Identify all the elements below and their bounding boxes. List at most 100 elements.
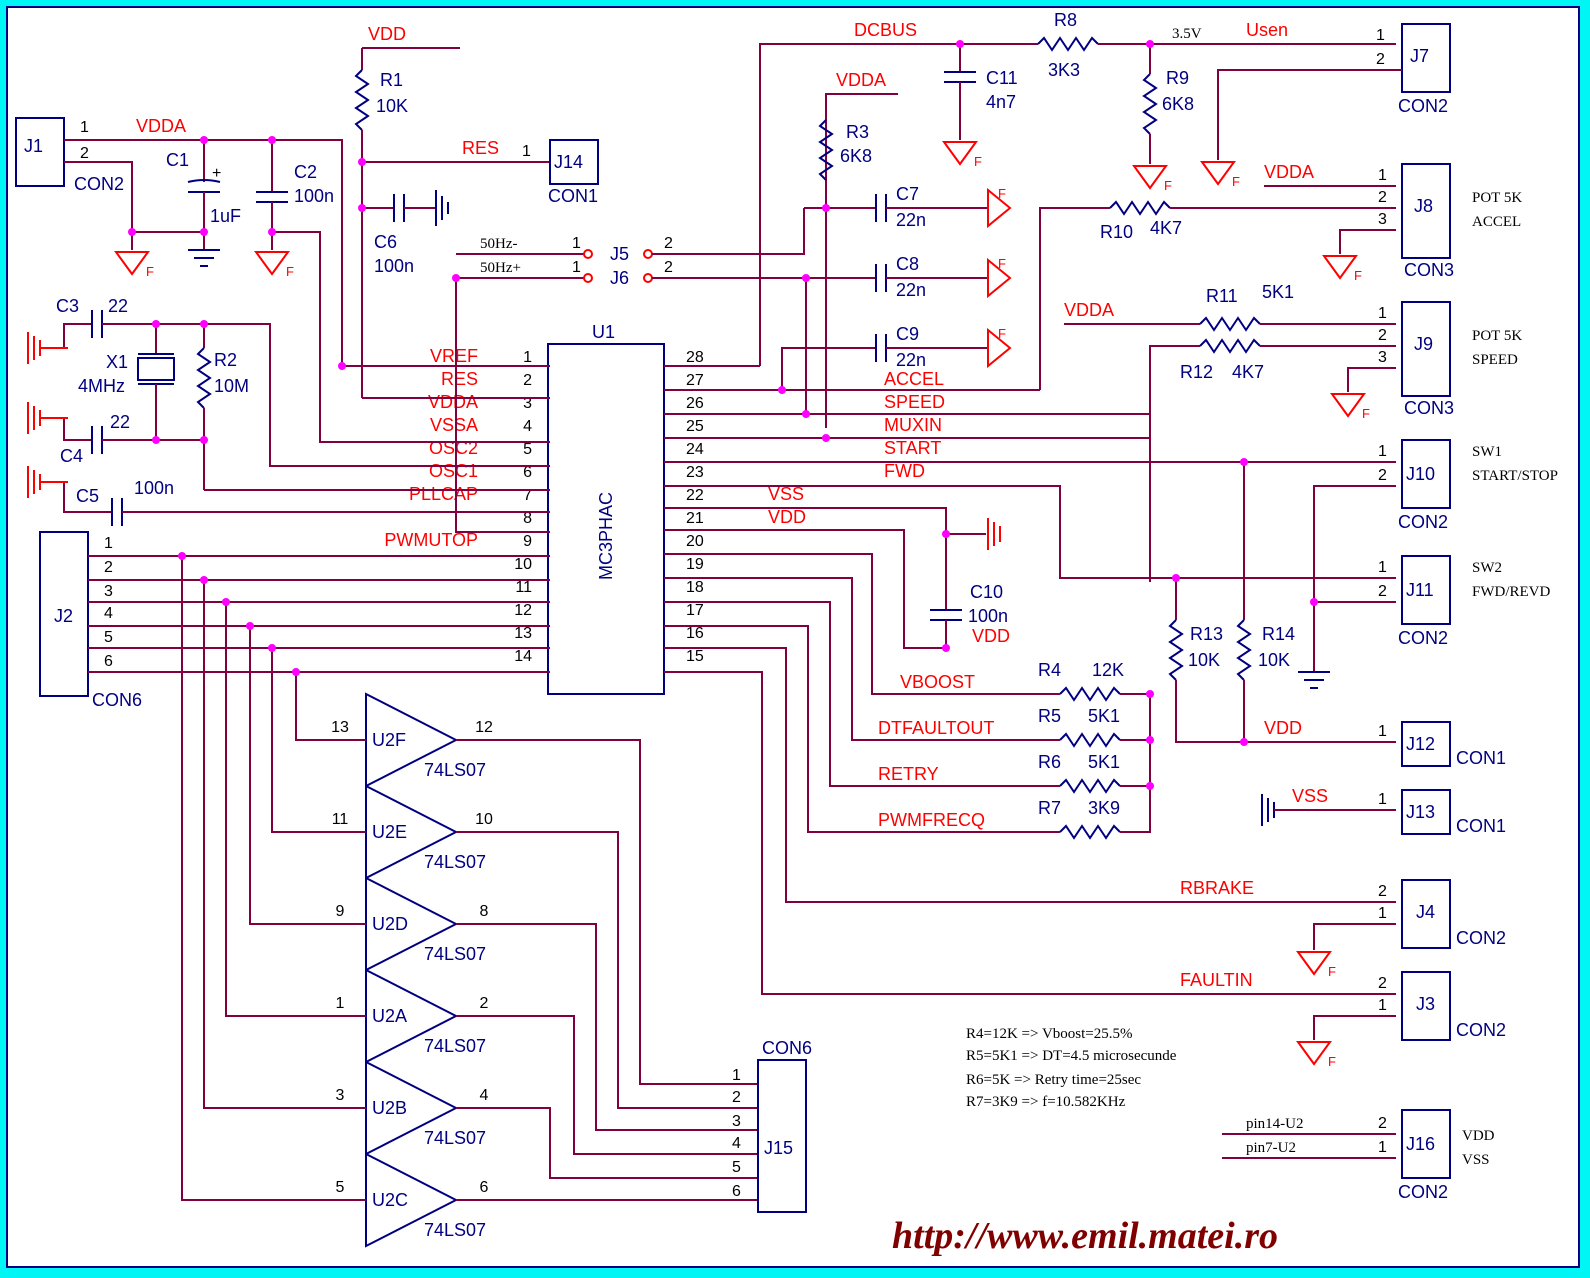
u1-pin-9: 9	[523, 533, 532, 550]
junction-dot	[200, 436, 208, 444]
u1-pin-23: 23	[686, 464, 704, 481]
u1-net-left-3: VDDA	[428, 392, 478, 412]
note-1: R4=12K => Vboost=25.5%	[966, 1026, 1133, 1042]
buffer-ref-U2E: U2E	[372, 822, 407, 842]
j8-note1: POT 5K	[1472, 190, 1522, 206]
c2-ref: C2	[294, 162, 317, 182]
junction-dot	[358, 158, 366, 166]
c9-ref: C9	[896, 324, 919, 344]
buffer-output-wire	[456, 739, 758, 1085]
j3-j4-section: RBRAKE FAULTIN J4 CON2 2 1 J3 CON2 2 1	[1180, 878, 1506, 1041]
junction-dot	[1146, 782, 1154, 790]
svg-text:3: 3	[1378, 211, 1387, 228]
c10-section: C10 100n VDD	[930, 533, 1010, 648]
j15-section: CON6 J15 1 2 3 4 5 6	[732, 1038, 812, 1213]
buffer-input-wire	[203, 580, 366, 1109]
u1-pin-16: 16	[686, 625, 704, 642]
j7-type: CON2	[1398, 96, 1448, 116]
junction-dot	[152, 436, 160, 444]
junction-dot	[222, 598, 230, 606]
svg-text:1: 1	[1376, 27, 1385, 44]
u1-net-left-9: PWMUTOP	[384, 530, 478, 550]
svg-text:1: 1	[732, 1067, 741, 1084]
u1-pin-3: 3	[523, 395, 532, 412]
u1-chip: U1 MC3PHAC	[547, 322, 665, 695]
buffer-part-U2A: 74LS07	[424, 1036, 486, 1056]
buffer-output-wire	[456, 831, 758, 1109]
svg-text:2: 2	[80, 145, 89, 162]
j11-note1: SW2	[1472, 560, 1502, 576]
svg-text:1: 1	[1378, 559, 1387, 576]
j10-type: CON2	[1398, 512, 1448, 532]
ground-flag-letter: F	[974, 154, 982, 169]
buffer-out-U2C: 6	[480, 1179, 489, 1196]
svg-text:3: 3	[732, 1113, 741, 1130]
net-vdd-c10: VDD	[972, 626, 1010, 646]
buffer-part-U2E: 74LS07	[424, 852, 486, 872]
r12-ref: R12	[1180, 362, 1213, 382]
svg-text:1: 1	[522, 143, 531, 160]
junction-dot	[822, 204, 830, 212]
r7-ref: R7	[1038, 798, 1061, 818]
ground-flag-icon	[1296, 1041, 1332, 1066]
r11-value: 5K1	[1262, 282, 1294, 302]
ground-flag-icon	[254, 251, 290, 276]
ground-flag-icon	[987, 187, 1012, 229]
c5-value: 100n	[134, 478, 174, 498]
net-vdda-r3: VDDA	[836, 70, 886, 90]
r8-ref: R8	[1054, 10, 1077, 30]
r4-ref: R4	[1038, 660, 1061, 680]
u1-pin-6: 6	[523, 464, 532, 481]
svg-text:1: 1	[1378, 905, 1387, 922]
svg-text:2: 2	[664, 235, 673, 252]
net-retry: RETRY	[878, 764, 939, 784]
net-rbrake: RBRAKE	[1180, 878, 1254, 898]
buffer-input-wire	[249, 626, 366, 925]
junction-dot	[246, 622, 254, 630]
j9-type: CON3	[1404, 398, 1454, 418]
j14-type: CON1	[548, 186, 598, 206]
j16-lab1: pin7-U2	[1246, 1140, 1296, 1156]
buffer-out-U2D: 8	[480, 903, 489, 920]
website-url: http://www.emil.matei.ro	[892, 1215, 1278, 1257]
junction-dot	[268, 644, 276, 652]
r6-ref: R6	[1038, 752, 1061, 772]
r11-ref: R11	[1206, 286, 1238, 306]
buffer-input-wire	[271, 648, 366, 833]
j16-type: CON2	[1398, 1182, 1448, 1202]
c9-value: 22n	[896, 350, 926, 370]
svg-text:4: 4	[104, 605, 113, 622]
j12-ref: J12	[1406, 734, 1435, 754]
svg-text:1: 1	[572, 259, 581, 276]
svg-text:6: 6	[104, 653, 113, 670]
c10-ref: C10	[970, 582, 1003, 602]
r5-ref: R5	[1038, 706, 1061, 726]
junction-dot	[268, 136, 276, 144]
j10-ref: J10	[1406, 464, 1435, 484]
buffer-ref-U2F: U2F	[372, 730, 406, 750]
switch-section: R13 10K R14 10K VDD J10 CON2 1 2 SW1 STA…	[1149, 414, 1558, 836]
svg-text:1: 1	[1378, 167, 1387, 184]
j13-type: CON1	[1456, 816, 1506, 836]
svg-text:3: 3	[1378, 349, 1387, 366]
u1-net-left-4: VSSA	[430, 415, 478, 435]
buffer-out-U2E: 10	[475, 811, 493, 828]
u1-pin-7: 7	[523, 487, 532, 504]
r8-value: 3K3	[1048, 60, 1080, 80]
u1-pin-4: 4	[523, 418, 532, 435]
buffer-in-U2B: 3	[336, 1087, 345, 1104]
dcbus-section: DCBUS R8 3K3 3.5V Usen C11 4n7 R9 6K8 J7…	[759, 10, 1451, 366]
j4-type: CON2	[1456, 928, 1506, 948]
u1-pin-11: 11	[515, 579, 532, 596]
r1-value: 10K	[376, 96, 408, 116]
svg-text:4: 4	[732, 1135, 741, 1152]
net-vdd-top: VDD	[368, 24, 406, 44]
junction-dot	[1146, 690, 1154, 698]
ground-flag-letter: F	[1354, 268, 1362, 283]
junction-dot	[1172, 574, 1180, 582]
u1-pin-2: 2	[523, 372, 532, 389]
svg-text:1: 1	[572, 235, 581, 252]
j1-ref: J1	[24, 136, 43, 156]
junction-dot	[178, 552, 186, 560]
buffer-in-U2E: 11	[332, 811, 349, 828]
